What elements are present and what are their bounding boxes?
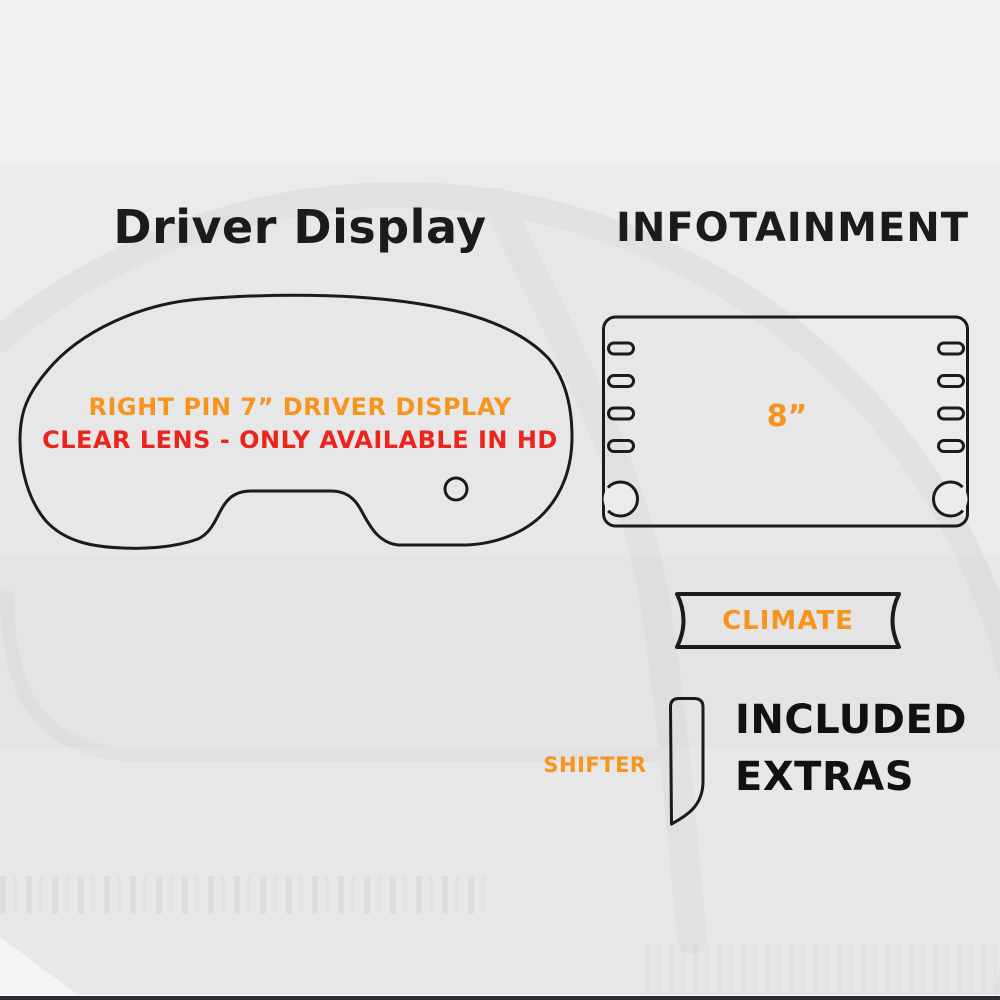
included-extras-line1: INCLUDED bbox=[735, 697, 967, 743]
faint-barcode-watermark-left bbox=[0, 876, 492, 914]
vent-slot bbox=[937, 374, 965, 388]
infotainment-cutout-outline bbox=[602, 315, 969, 528]
climate-cutout-outline bbox=[675, 592, 901, 649]
bottom-dark-edge bbox=[0, 995, 1000, 1000]
driver-display-button-hole bbox=[443, 476, 469, 502]
driver-display-title: Driver Display bbox=[113, 200, 487, 254]
vent-slot bbox=[607, 374, 635, 388]
watermark-diagonal-stroke bbox=[482, 188, 707, 955]
vent-slot bbox=[937, 406, 965, 421]
infotainment-size-label: 8” bbox=[766, 399, 808, 434]
vent-slot bbox=[607, 406, 635, 421]
climate-label: CLIMATE bbox=[722, 606, 854, 636]
shifter-cutout-outline bbox=[669, 697, 705, 826]
driver-display-note-line1: RIGHT PIN 7” DRIVER DISPLAY bbox=[88, 393, 512, 421]
watermark-dome-arc bbox=[0, 182, 1000, 1000]
shifter-label: SHIFTER bbox=[543, 753, 647, 777]
included-extras-heading: INCLUDED EXTRAS bbox=[735, 692, 967, 806]
vent-slot bbox=[937, 439, 965, 453]
driver-display-cutout-outline bbox=[18, 293, 574, 550]
faint-barcode-watermark-right bbox=[645, 944, 1000, 994]
background-top-band bbox=[0, 0, 1000, 163]
watermark-hook-stroke bbox=[0, 590, 662, 762]
infotainment-title: INFOTAINMENT bbox=[615, 205, 970, 251]
infotainment-mount-notch-left bbox=[602, 480, 639, 518]
vent-slot bbox=[607, 439, 635, 453]
infotainment-vent-slots bbox=[607, 341, 965, 453]
vent-slot bbox=[937, 341, 965, 356]
included-extras-line2: EXTRAS bbox=[735, 753, 915, 800]
driver-display-note-line2: CLEAR LENS - ONLY AVAILABLE IN HD bbox=[42, 426, 558, 454]
vent-slot bbox=[607, 341, 635, 356]
infotainment-mount-notch-right bbox=[932, 480, 969, 518]
